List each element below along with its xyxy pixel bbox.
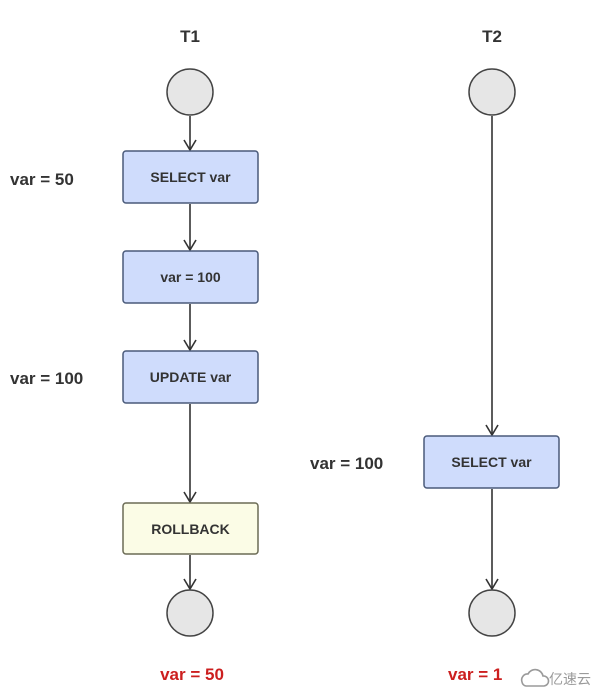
t1-result: var = 50 xyxy=(160,665,224,684)
t2-start-node xyxy=(468,68,516,116)
t1-end-node xyxy=(166,589,214,637)
t1-step-rollback-box xyxy=(122,502,259,555)
t2-step-select: SELECT var xyxy=(423,435,560,489)
t1-step-update: UPDATE var xyxy=(122,350,259,404)
t1-step-select-box xyxy=(122,150,259,204)
t2-step-select-box xyxy=(423,435,560,489)
t1-step-assign: var = 100 xyxy=(122,250,259,304)
t1-step-rollback-label: ROLLBACK xyxy=(151,521,230,537)
t2-end-node xyxy=(468,589,516,637)
t1-step-assign-box xyxy=(122,250,259,304)
watermark-backdrop xyxy=(512,660,609,696)
t1-step-update-box xyxy=(122,350,259,404)
t2-step-select-label: SELECT var xyxy=(451,454,532,470)
watermark: 亿速云 xyxy=(512,660,609,696)
t1-start-node xyxy=(166,68,214,116)
t1-note-update: var = 100 xyxy=(10,369,83,388)
t1-step-rollback: ROLLBACK xyxy=(122,502,259,555)
t2-result: var = 1 xyxy=(448,665,502,684)
t1-title: T1 xyxy=(180,27,200,46)
t1-step-assign-label: var = 100 xyxy=(160,269,221,285)
t1-step-update-label: UPDATE var xyxy=(150,369,232,385)
t2-title: T2 xyxy=(482,27,502,46)
t1-note-select: var = 50 xyxy=(10,170,74,189)
watermark-text: 亿速云 xyxy=(549,672,591,688)
t1-step-select: SELECT var xyxy=(122,150,259,204)
t1-step-select-label: SELECT var xyxy=(150,169,231,185)
cloud-logo-icon xyxy=(520,668,550,687)
t2-note-select: var = 100 xyxy=(310,454,383,473)
